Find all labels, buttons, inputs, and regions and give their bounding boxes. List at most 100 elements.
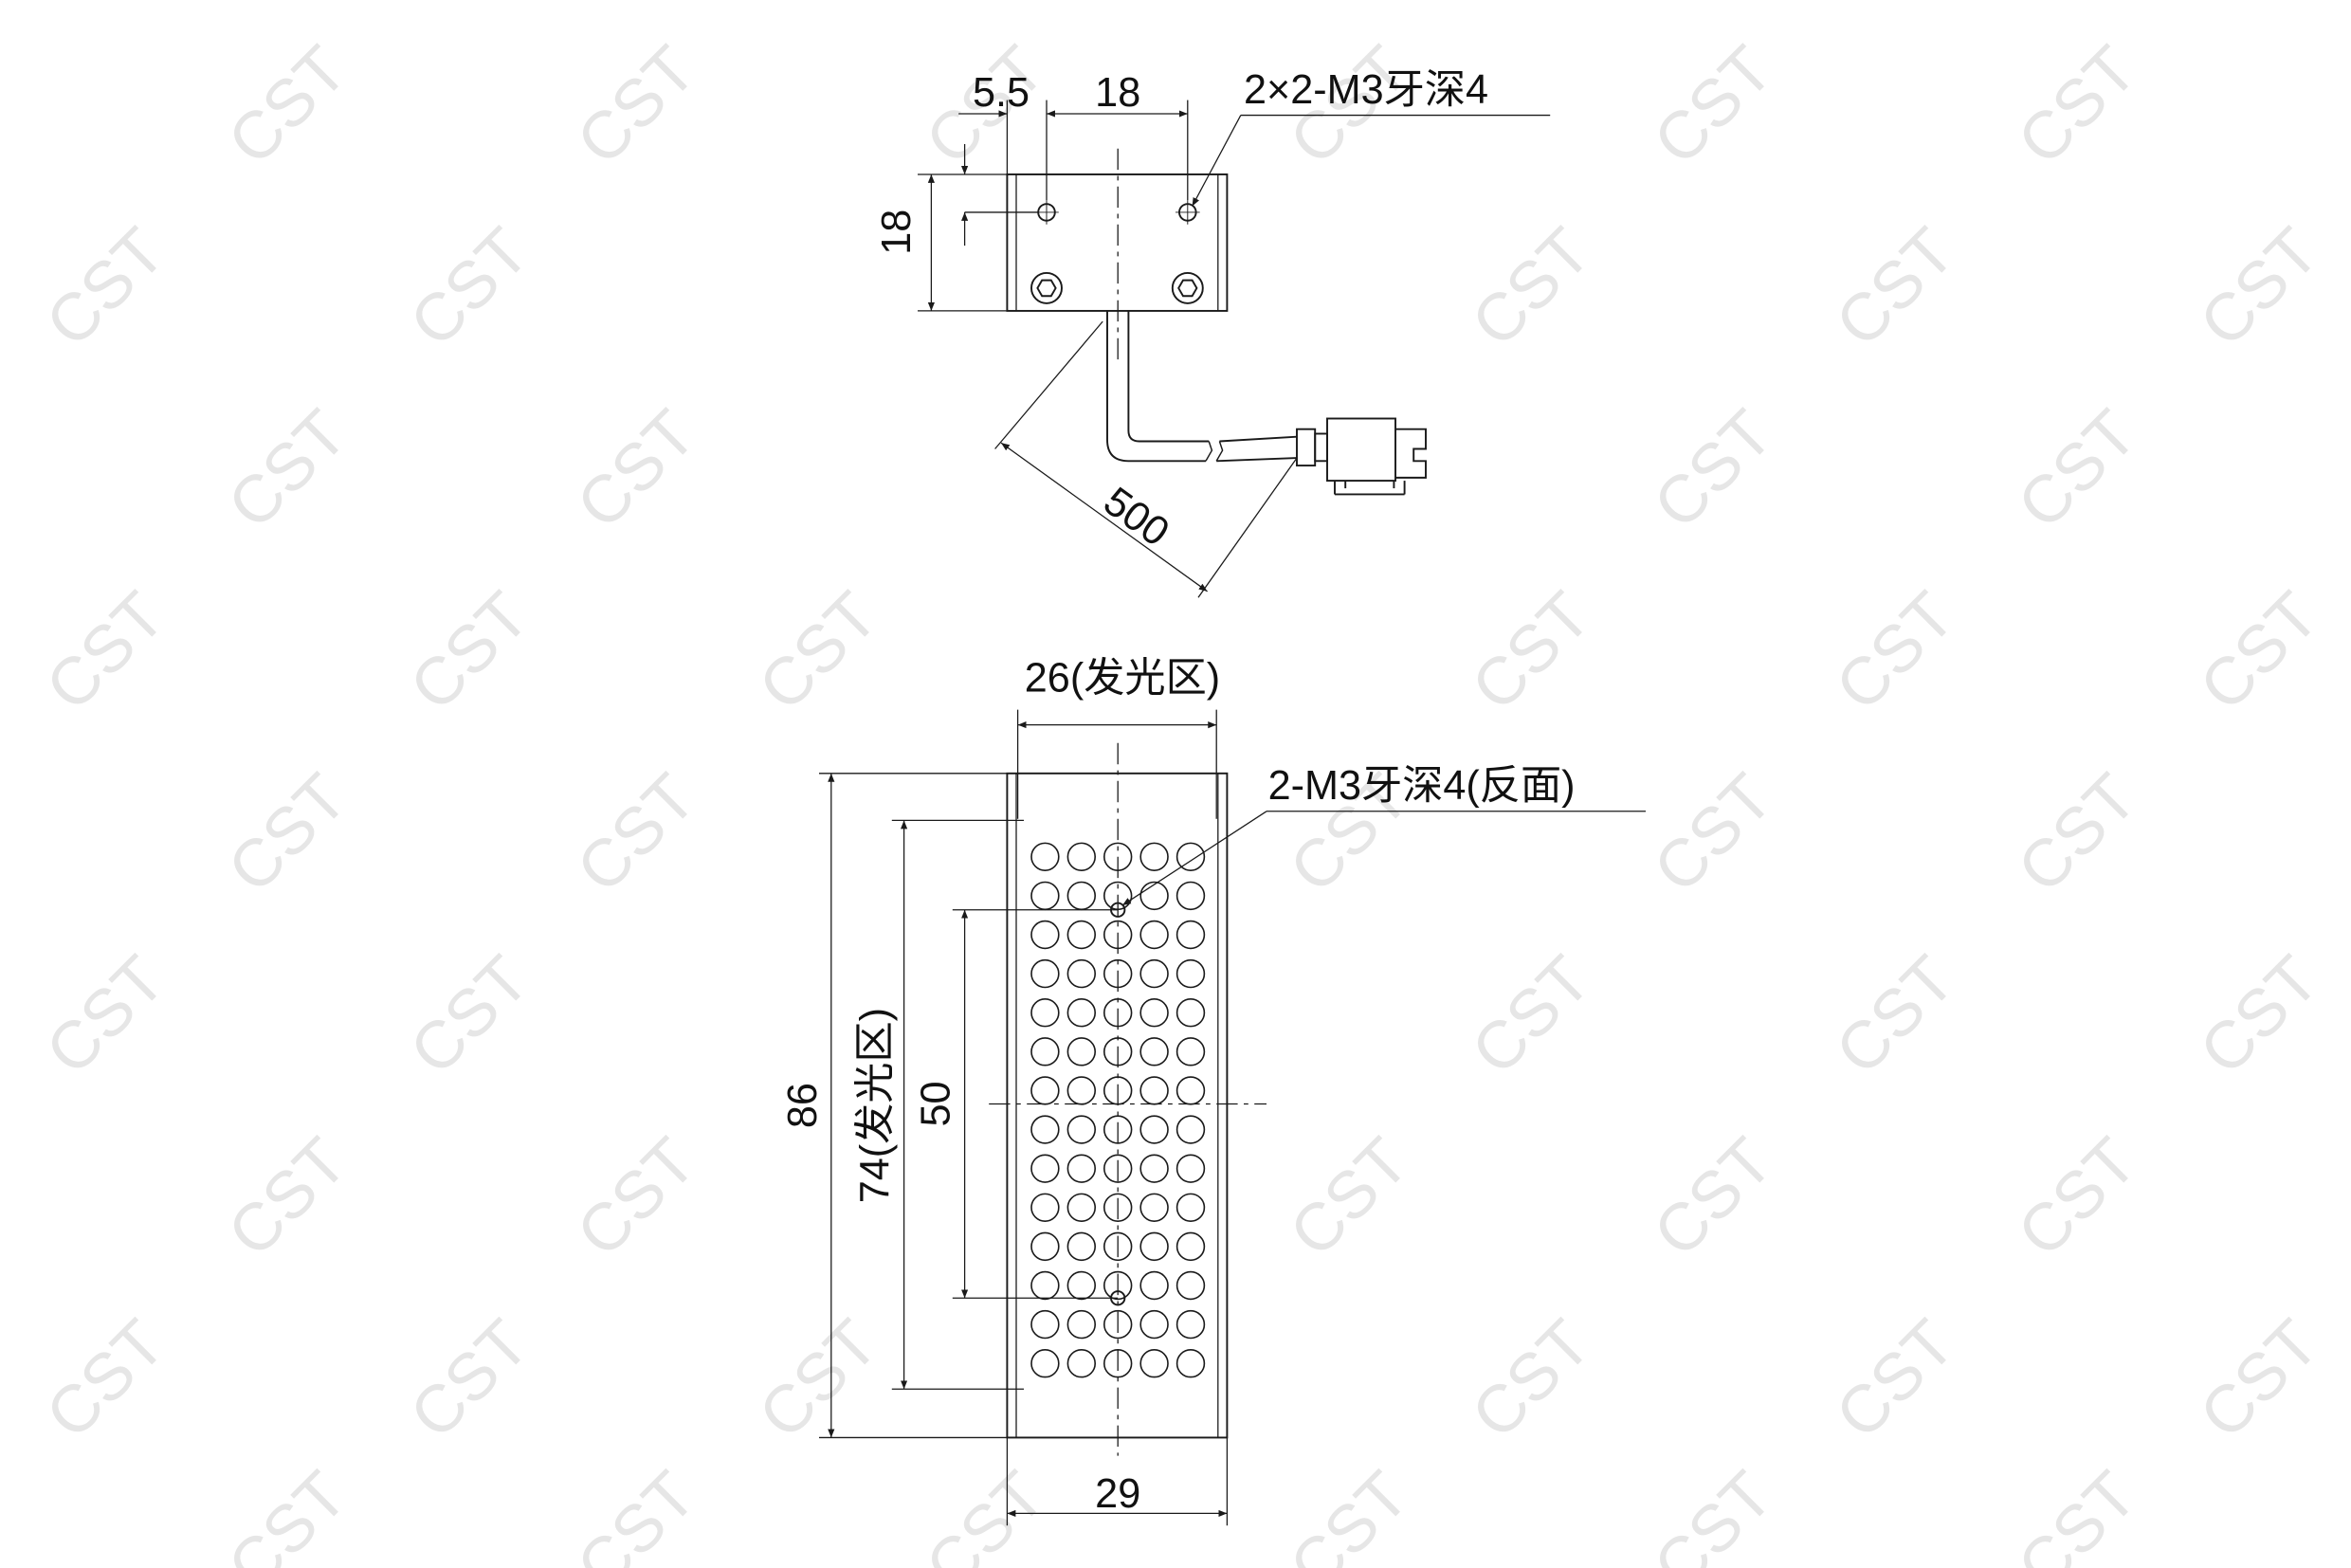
watermark-text: CST: [1639, 1123, 1786, 1270]
led-lens: [1066, 920, 1096, 950]
led-lens: [1103, 1193, 1133, 1222]
led-lens: [1176, 1309, 1206, 1340]
led-lens: [1066, 1115, 1096, 1144]
front-view-labels: 26(发光区) 2-M3牙深4(反面) 86 74(发光区) 50 29: [780, 655, 1576, 1517]
dim-cable-label: 500: [1095, 479, 1177, 556]
led-lens: [1103, 1349, 1133, 1378]
led-lens: [1030, 1270, 1060, 1301]
led-lens: [1030, 842, 1060, 871]
led-lens: [1139, 842, 1169, 871]
front-view: [819, 709, 1646, 1526]
led-lens: [1030, 1154, 1060, 1183]
dim-offset-label: 5.5: [973, 70, 1030, 116]
watermark-text: CST: [395, 577, 542, 724]
led-lens: [1030, 998, 1060, 1028]
led-lens: [1139, 1115, 1169, 1144]
threaded-hole: [1176, 200, 1200, 225]
watermark-text: CST: [2003, 395, 2150, 542]
led-lens: [1139, 1309, 1169, 1340]
watermark-text: CST: [1457, 577, 1604, 724]
watermark-text: CST: [2003, 1123, 2150, 1270]
led-lens: [1176, 881, 1206, 911]
led-lens: [1030, 920, 1060, 950]
dim-total-length-label: 86: [780, 1083, 826, 1128]
led-lens: [1066, 1037, 1096, 1067]
led-lens: [1139, 1037, 1169, 1067]
led-lens: [1139, 1270, 1169, 1301]
led-lens: [1066, 1349, 1096, 1378]
led-grid: [1030, 842, 1206, 1378]
watermark-text: CST: [1457, 213, 1604, 360]
watermark-text: CST: [1457, 941, 1604, 1088]
led-lens: [1176, 842, 1206, 871]
watermark-text: CST: [213, 1457, 360, 1568]
led-lens: [1176, 1270, 1206, 1301]
watermark-text: CST: [31, 213, 178, 360]
back-hole-note-label: 2-M3牙深4(反面): [1268, 763, 1576, 809]
led-lens: [1066, 1309, 1096, 1340]
led-lens: [1139, 958, 1169, 989]
led-lens: [1030, 1076, 1060, 1105]
led-lens: [1066, 881, 1096, 911]
watermark-text: CST: [1639, 759, 1786, 906]
led-lens: [1176, 958, 1206, 989]
watermark-text: CST: [2003, 31, 2150, 178]
dim-hole-spacing-label: 18: [1095, 70, 1140, 116]
watermark-text: CST: [911, 1457, 1058, 1568]
led-lens: [1139, 1154, 1169, 1183]
led-lens: [1066, 1076, 1096, 1105]
watermark-text: CST: [562, 1123, 709, 1270]
watermark-text: CST: [395, 213, 542, 360]
watermark-text: CST: [1457, 1305, 1604, 1452]
cable: [1106, 310, 1298, 463]
watermark-text: CST: [2003, 759, 2150, 906]
watermark-text: CST: [1639, 395, 1786, 542]
watermark-text: CST: [213, 395, 360, 542]
led-lens: [1030, 1231, 1060, 1262]
led-lens: [1066, 842, 1096, 871]
watermark-text: CST: [2003, 1457, 2150, 1568]
led-lens: [1103, 842, 1133, 871]
hole-note-label: 2×2-M3牙深4: [1244, 67, 1488, 113]
led-lens: [1030, 1115, 1060, 1144]
led-lens: [1066, 998, 1096, 1028]
led-lens: [1139, 1193, 1169, 1222]
led-lens: [1103, 1037, 1133, 1067]
watermark-text: CST: [2185, 577, 2332, 724]
led-lens: [1176, 1231, 1206, 1262]
led-lens: [1176, 1349, 1206, 1378]
led-lens: [1103, 1309, 1133, 1340]
led-lens: [1139, 998, 1169, 1028]
watermark-text: CST: [562, 395, 709, 542]
watermark-text: CST: [395, 1305, 542, 1452]
led-lens: [1176, 1076, 1206, 1105]
top-view: [918, 100, 1551, 598]
led-lens: [1176, 1037, 1206, 1067]
watermark-text: CST: [1639, 31, 1786, 178]
watermark-text: CST: [395, 941, 542, 1088]
led-lens: [1176, 920, 1206, 950]
dim-height-label: 18: [874, 210, 920, 255]
watermark-text: CST: [1821, 1305, 1968, 1452]
led-lens: [1176, 1154, 1206, 1183]
dim-emitting-width-label: 26(发光区): [1025, 655, 1220, 701]
dim-emitting-length-label: 74(发光区): [853, 1008, 899, 1203]
watermark-text: CST: [562, 31, 709, 178]
led-lens: [1176, 998, 1206, 1028]
led-lens: [1103, 1154, 1133, 1183]
led-lens: [1030, 958, 1060, 989]
watermark-text: CST: [1821, 577, 1968, 724]
led-lens: [1139, 1231, 1169, 1262]
hex-screw: [1030, 271, 1063, 304]
watermark-text: CST: [562, 759, 709, 906]
led-lens: [1103, 1231, 1133, 1262]
led-lens: [1030, 1309, 1060, 1340]
hex-screw: [1171, 271, 1204, 304]
watermark-text: CST: [2185, 213, 2332, 360]
cable-connector: [1296, 417, 1427, 496]
watermark-text: CST: [744, 1305, 891, 1452]
watermark-text: CST: [1275, 1123, 1422, 1270]
mounting-bracket: [1006, 173, 1229, 312]
